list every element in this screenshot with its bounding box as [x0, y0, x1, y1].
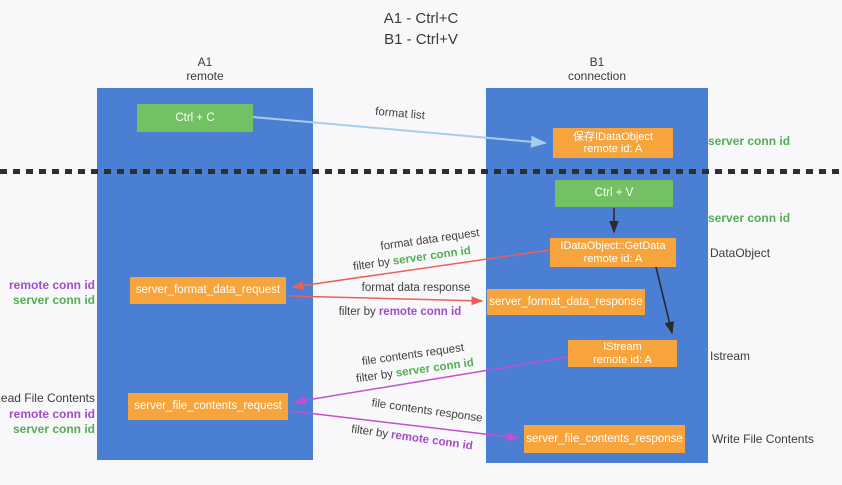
- filter-by-text: filter by: [350, 423, 389, 441]
- node-getdata-line1: IDataObject::GetData: [560, 240, 666, 252]
- node-getdata-line2: remote id: A: [583, 252, 643, 265]
- node-ctrl-v: Ctrl + V: [555, 180, 673, 207]
- node-istream-line1: IStream: [603, 341, 642, 353]
- filter-by-text: filter by: [338, 306, 376, 318]
- node-save-idataobject-line2: remote id: A: [583, 143, 643, 155]
- label-filter-by-remote-conn-id-2: filter byremote conn id: [351, 424, 474, 453]
- lane-header-b1-connection: B1 connection: [486, 55, 708, 83]
- node-file-response-label: server_file_contents_response: [526, 432, 683, 445]
- lane-a1-name: A1: [197, 55, 213, 69]
- node-istream: IStream remote id: A: [568, 340, 677, 367]
- side-label-read-file-contents: Read File Contents: [0, 391, 95, 405]
- remote-conn-id-text: remote conn id: [378, 306, 462, 318]
- node-save-idataobject-line1: 保存IDataObject: [572, 130, 654, 143]
- node-server-file-contents-response: server_file_contents_response: [524, 425, 685, 453]
- node-save-idataobject: 保存IDataObject remote id: A: [553, 128, 673, 158]
- node-file-request-label: server_file_contents_request: [134, 400, 282, 412]
- remote-conn-id-text: remote conn id: [390, 429, 474, 453]
- label-file-contents-response: file contents response: [370, 397, 484, 425]
- side-label-remote-conn-id-upper: remote conn id: [8, 278, 95, 292]
- label-format-list: format list: [374, 105, 426, 123]
- title-line-b1: B1 - Ctrl+V: [384, 31, 458, 48]
- title-line-a1: A1 - Ctrl+C: [383, 10, 459, 27]
- lane-header-a1-remote: A1 remote: [97, 55, 313, 83]
- node-istream-line2: remote id: A: [593, 353, 652, 366]
- node-ctrl-c-label: Ctrl + C: [175, 111, 215, 124]
- node-server-file-contents-request: server_file_contents_request: [128, 393, 288, 420]
- lane-b1-name: B1: [589, 55, 605, 69]
- side-label-server-conn-id-upper: server conn id: [12, 293, 95, 307]
- side-label-server-conn-id-lower: server conn id: [12, 422, 95, 436]
- dotted-divider-line: [0, 169, 842, 174]
- node-format-request-label: server_format_data_request: [135, 284, 281, 296]
- node-server-format-data-request: server_format_data_request: [130, 277, 286, 304]
- side-label-write-file-contents: Write File Contents: [712, 432, 814, 446]
- diagram-title: A1 - Ctrl+C B1 - Ctrl+V: [0, 8, 842, 50]
- side-label-remote-conn-id-lower: remote conn id: [8, 407, 95, 421]
- node-idataobject-getdata: IDataObject::GetData remote id: A: [550, 238, 676, 267]
- arrow-format-data-response: [288, 295, 484, 306]
- side-label-server-conn-id-mid: server conn id: [708, 211, 791, 225]
- filter-by-text: filter by: [352, 256, 391, 274]
- lane-a1-role: remote: [186, 69, 224, 83]
- side-label-server-conn-id-top: server conn id: [708, 134, 791, 148]
- side-label-istream: Istream: [710, 349, 751, 363]
- filter-by-text: filter by: [355, 368, 394, 386]
- label-filter-by-server-conn-id-1: filter byserver conn id: [352, 245, 471, 273]
- node-ctrl-v-label: Ctrl + V: [594, 187, 634, 199]
- node-format-response-label: server_format_data_response: [489, 295, 643, 308]
- node-server-format-data-response: server_format_data_response: [487, 289, 645, 315]
- label-format-data-response: format data response: [361, 282, 471, 294]
- node-ctrl-c: Ctrl + C: [137, 104, 253, 132]
- lane-b1-role: connection: [567, 69, 627, 83]
- side-label-dataobject: DataObject: [710, 246, 771, 260]
